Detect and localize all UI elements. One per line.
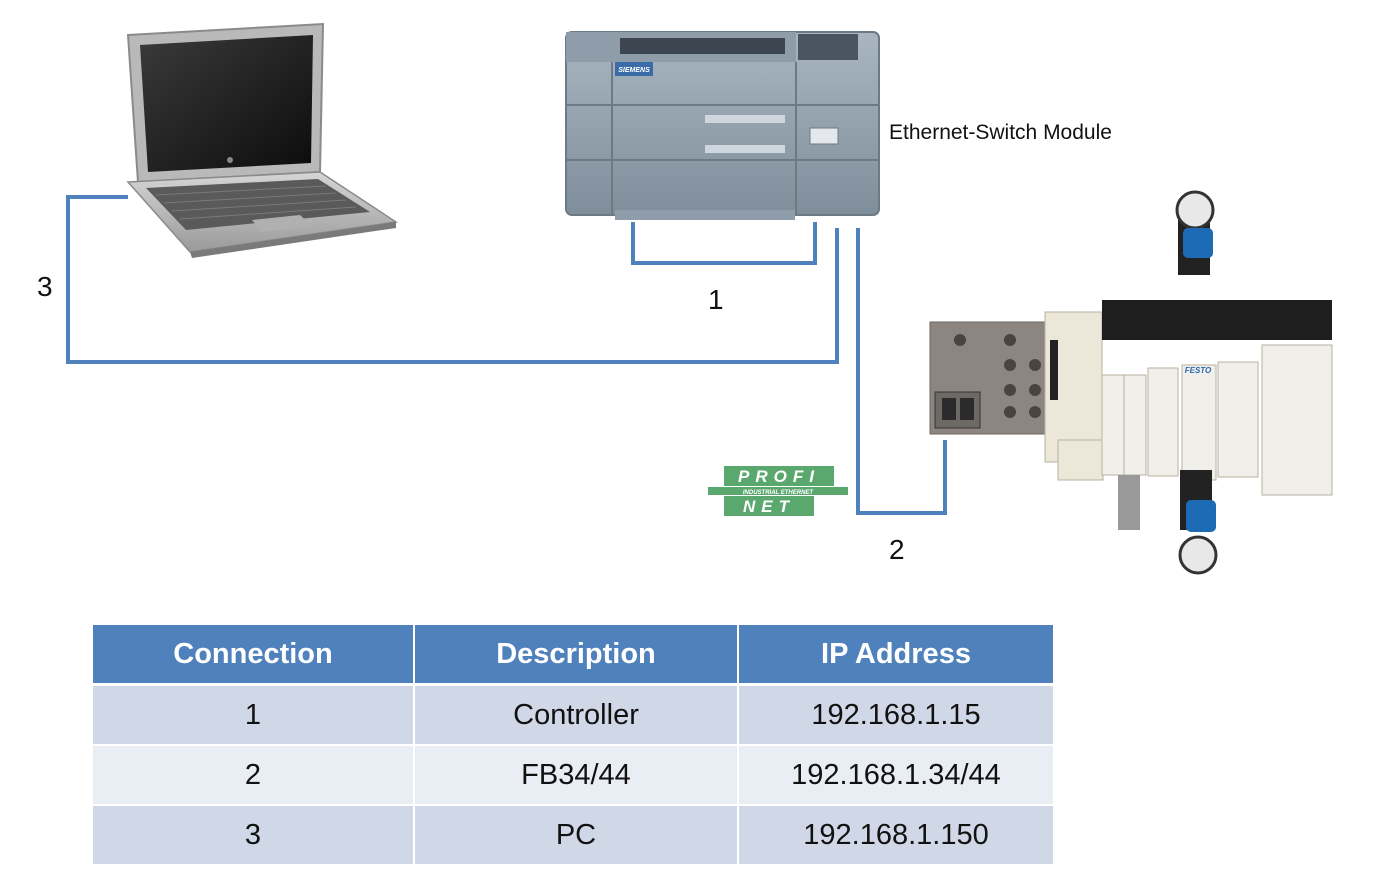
diagram-canvas: SIEMENS: [66, 22, 1333, 575]
network-diagram: SIEMENS: [37, 22, 1333, 575]
connection-1-label: 1: [708, 284, 724, 315]
cell-connection: 2: [93, 746, 415, 806]
table-row: 1 Controller 192.168.1.15: [93, 686, 1053, 746]
connection-2-label: 2: [889, 534, 905, 565]
cell-ip: 192.168.1.15: [739, 686, 1053, 746]
table-row: 3 PC 192.168.1.150: [93, 806, 1053, 866]
connection-2-cable: [856, 228, 947, 515]
header-connection: Connection: [93, 625, 415, 686]
cell-connection: 3: [93, 806, 415, 866]
cell-connection: 1: [93, 686, 415, 746]
header-ip-address: IP Address: [739, 625, 1053, 686]
profinet-logo-tagline: INDUSTRIAL ETHERNET: [743, 490, 815, 496]
table-row: 2 FB34/44 192.168.1.34/44: [93, 746, 1053, 806]
siemens-logo-text: SIEMENS: [618, 67, 650, 74]
cell-ip: 192.168.1.150: [739, 806, 1053, 866]
profinet-logo-line1: PROFI: [738, 467, 820, 486]
connection-3-label: 3: [37, 271, 53, 302]
cell-description: FB34/44: [415, 746, 739, 806]
festo-valve-terminal-icon: FESTO: [929, 190, 1333, 575]
table-header-row: Connection Description IP Address: [93, 625, 1053, 686]
header-description: Description: [415, 625, 739, 686]
cell-ip: 192.168.1.34/44: [739, 746, 1053, 806]
festo-logo-text: FESTO: [1185, 366, 1212, 375]
laptop-icon: [126, 22, 399, 258]
connection-1-cable: [631, 222, 817, 265]
cell-description: Controller: [415, 686, 739, 746]
profinet-logo-line2: NET: [743, 497, 795, 516]
ethernet-switch-module-label: Ethernet-Switch Module: [889, 121, 1112, 144]
ip-address-table: Connection Description IP Address 1 Cont…: [93, 625, 1053, 866]
profinet-logo-icon: PROFI INDUSTRIAL ETHERNET NET: [708, 466, 848, 516]
connection-3-cable: [66, 195, 839, 364]
cell-description: PC: [415, 806, 739, 866]
plc-controller-icon: SIEMENS: [565, 31, 880, 220]
